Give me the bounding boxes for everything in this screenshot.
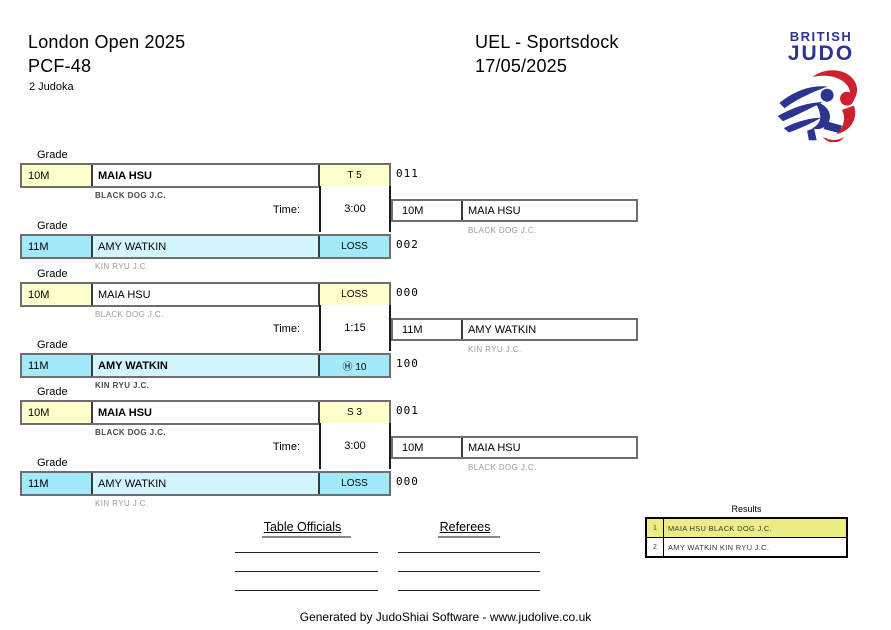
table-officials-heading: Table Officials [235, 518, 378, 538]
grade-cell: 11M [22, 355, 93, 376]
result-rank: 1 [647, 519, 664, 537]
competitor-name: MAIA HSU [93, 402, 318, 423]
grade-cell: 11M [22, 236, 93, 257]
time-label: Time: [272, 204, 300, 216]
grade-label: Grade [37, 457, 68, 469]
event-date: 17/05/2025 [475, 56, 568, 76]
grade-cell: 11M [22, 473, 93, 494]
club-name: BLACK DOG J.C. [95, 191, 166, 200]
winner-name: AMY WATKIN [468, 323, 537, 336]
grade-label: Grade [37, 220, 68, 232]
result-text: MAIA HSU BLACK DOG J.C. [664, 519, 846, 537]
signature-line[interactable] [235, 590, 378, 591]
club-name: KIN RYU J.C. [95, 499, 149, 508]
grade-label: Grade [37, 339, 68, 351]
winner-box: 11M AMY WATKIN [391, 318, 638, 341]
results-title: Results [731, 504, 762, 514]
competitor-row-bottom: 11M AMY WATKIN LOSS [20, 471, 391, 496]
result-text: AMY WATKIN KIN RYU J.C. [668, 542, 770, 552]
club-name: KIN RYU J.C. [95, 262, 149, 271]
competitor-name: AMY WATKIN [93, 355, 318, 376]
signature-line[interactable] [235, 571, 378, 572]
club-name: BLACK DOG J.C. [95, 310, 164, 319]
score-cell: LOSS [318, 473, 389, 494]
grade-label: Grade [37, 386, 68, 398]
match-code: 000 [396, 286, 419, 299]
logo-text-british: BRITISH [789, 29, 853, 44]
match-code: 001 [396, 404, 419, 417]
signature-line[interactable] [398, 571, 540, 572]
result-row: 2 AMY WATKIN KIN RYU J.C. [647, 538, 846, 556]
venue-title: UEL - Sportsdock [475, 32, 619, 52]
category-title: PCF-48 [28, 56, 92, 76]
competitor-row-top: 10M MAIA HSU S 3 [20, 400, 391, 425]
winner-name: MAIA HSU [468, 204, 521, 217]
referees-heading: Referees [398, 518, 540, 538]
grade-cell: 10M [22, 165, 93, 186]
winner-club: KIN RYU J.C. [468, 345, 522, 354]
signature-line[interactable] [398, 552, 540, 553]
grade-label: Grade [37, 149, 68, 161]
time-label: Time: [272, 441, 300, 453]
judoka-count: 2 Judoka [29, 81, 74, 93]
match-code: 011 [396, 167, 419, 180]
grade-label: Grade [37, 268, 68, 280]
competitor-row-top: 10M MAIA HSU T 5 [20, 163, 391, 188]
score-cell: Ⓗ 10 [318, 355, 389, 376]
grade-cell: 10M [22, 402, 93, 423]
winner-club: BLACK DOG J.C. [468, 226, 537, 235]
score-cell: LOSS [318, 236, 389, 257]
score-cell: LOSS [318, 284, 389, 305]
competitor-name: AMY WATKIN [93, 236, 318, 257]
result-row: 1 MAIA HSU BLACK DOG J.C. [647, 519, 846, 538]
tournament-title: London Open 2025 [28, 32, 186, 52]
competitor-row-bottom: 11M AMY WATKIN Ⓗ 10 [20, 353, 391, 378]
score-cell: T 5 [318, 165, 389, 186]
club-name: BLACK DOG J.C. [95, 428, 166, 437]
winner-grade: 11M [393, 320, 463, 339]
judoka-figure-icon [777, 70, 858, 143]
competitor-name: AMY WATKIN [93, 473, 318, 494]
result-rank: 2 [647, 538, 664, 556]
match-code: 100 [396, 357, 419, 370]
match-bracket-2: Grade 10M MAIA HSU LOSS 000 BLACK DOG J.… [0, 268, 891, 394]
winner-grade: 10M [393, 438, 463, 457]
british-judo-logo: BRITISH JUDO [775, 30, 867, 147]
match-time-value: 1:15 [319, 305, 391, 351]
grade-cell: 10M [22, 284, 93, 305]
winner-grade: 10M [393, 201, 463, 220]
signature-line[interactable] [235, 552, 378, 553]
time-label: Time: [272, 323, 300, 335]
winner-club: BLACK DOG J.C. [468, 463, 537, 472]
score-cell: S 3 [318, 402, 389, 423]
competitor-row-bottom: 11M AMY WATKIN LOSS [20, 234, 391, 259]
footer-credit: Generated by JudoShiai Software - www.ju… [299, 610, 592, 624]
match-time-value: 3:00 [319, 423, 391, 469]
signature-line[interactable] [398, 590, 540, 591]
logo-text-judo: JUDO [787, 42, 855, 65]
match-bracket-3: Grade 10M MAIA HSU S 3 001 BLACK DOG J.C… [0, 386, 891, 512]
winner-box: 10M MAIA HSU [391, 436, 638, 459]
winner-box: 10M MAIA HSU [391, 199, 638, 222]
match-code: 002 [396, 238, 419, 251]
match-bracket-1: Grade 10M MAIA HSU T 5 011 BLACK DOG J.C… [0, 149, 891, 275]
results-table: 1 MAIA HSU BLACK DOG J.C. 2 AMY WATKIN K… [645, 517, 848, 558]
match-time-value: 3:00 [319, 186, 391, 232]
competitor-name: MAIA HSU [93, 165, 318, 186]
winner-name: MAIA HSU [468, 441, 521, 454]
competitor-name: MAIA HSU [93, 284, 318, 305]
match-code: 000 [396, 475, 419, 488]
competitor-row-top: 10M MAIA HSU LOSS [20, 282, 391, 307]
club-name: KIN RYU J.C. [95, 381, 150, 390]
